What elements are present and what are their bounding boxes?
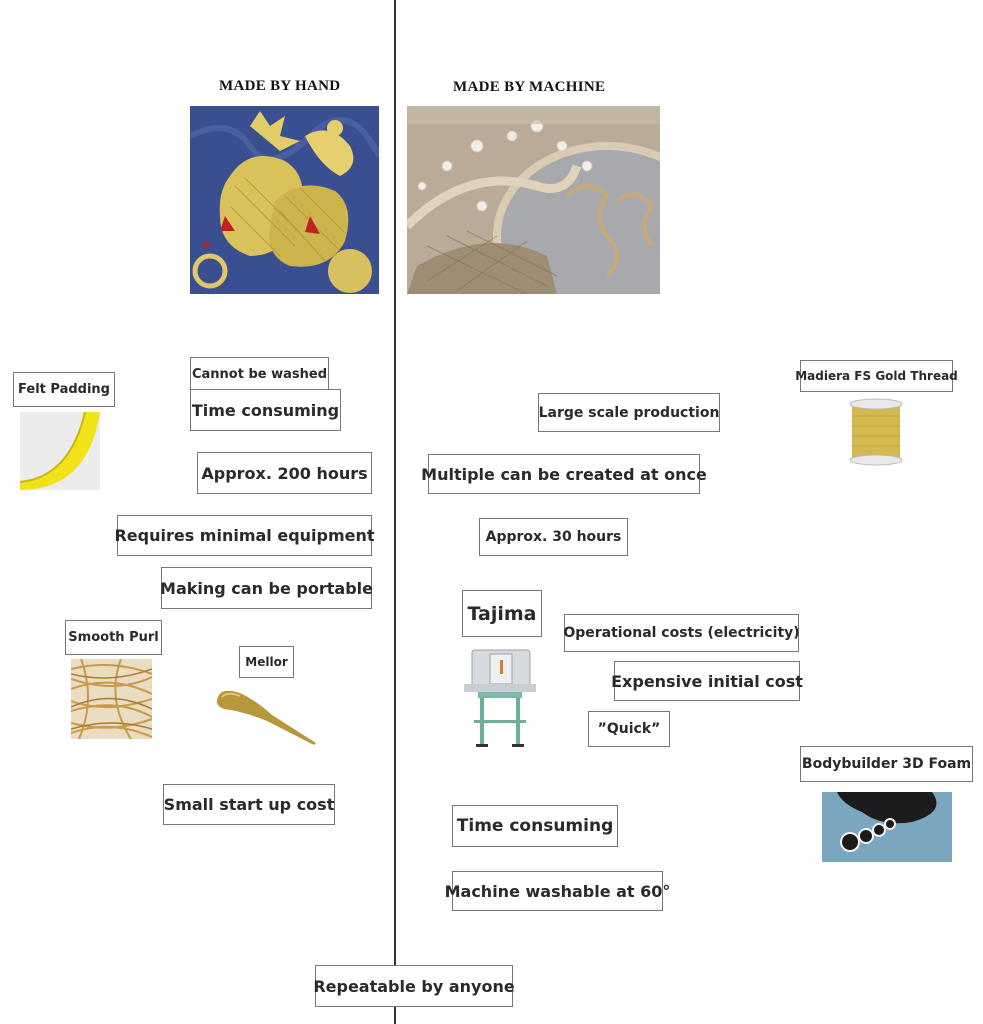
foam-photo xyxy=(822,792,952,862)
made-by-hand-heading: MADE BY HAND xyxy=(219,78,341,94)
portable-box: Making can be portable xyxy=(160,567,373,609)
made-by-machine-heading: MADE BY MACHINE xyxy=(453,79,606,95)
felt-padding-photo xyxy=(20,412,100,490)
tajima-machine-photo xyxy=(450,640,550,750)
machine-washable-box: Machine washable at 60° xyxy=(445,871,670,911)
tajima-label: Tajima xyxy=(462,590,542,637)
cannot-be-washed-box: Cannot be washed xyxy=(190,357,329,391)
multiple-at-once-box: Multiple can be created at once xyxy=(421,454,707,494)
repeatable-box: Repeatable by anyone xyxy=(313,965,515,1007)
bodybuilder-foam-label: Bodybuilder 3D Foam xyxy=(800,746,973,782)
hand-approx-hours-box: Approx. 200 hours xyxy=(197,452,372,494)
hand-embroidery-photo xyxy=(190,106,379,294)
expensive-initial-cost-box: Expensive initial cost xyxy=(611,661,803,701)
madeira-thread-label: Madiera FS Gold Thread xyxy=(795,360,958,392)
machine-time-consuming-box: Time consuming xyxy=(452,805,618,847)
felt-padding-label: Felt Padding xyxy=(13,372,115,407)
small-startup-cost-box: Small start up cost xyxy=(163,784,335,825)
mellor-tool-photo xyxy=(212,685,322,745)
hand-time-consuming-box: Time consuming xyxy=(190,389,341,431)
machine-embroidery-photo xyxy=(407,106,660,294)
quick-box: ”Quick” xyxy=(588,711,670,747)
large-scale-production-box: Large scale production xyxy=(538,393,720,432)
gold-thread-spool-photo xyxy=(800,392,953,467)
smooth-purl-photo xyxy=(71,659,152,739)
mellor-label: Mellor xyxy=(239,646,294,678)
machine-approx-hours-box: Approx. 30 hours xyxy=(479,518,628,556)
smooth-purl-label: Smooth Purl xyxy=(65,620,162,655)
operational-costs-box: Operational costs (electricity) xyxy=(563,614,800,652)
center-divider xyxy=(394,0,396,1024)
minimal-equipment-box: Requires minimal equipment xyxy=(114,515,375,556)
